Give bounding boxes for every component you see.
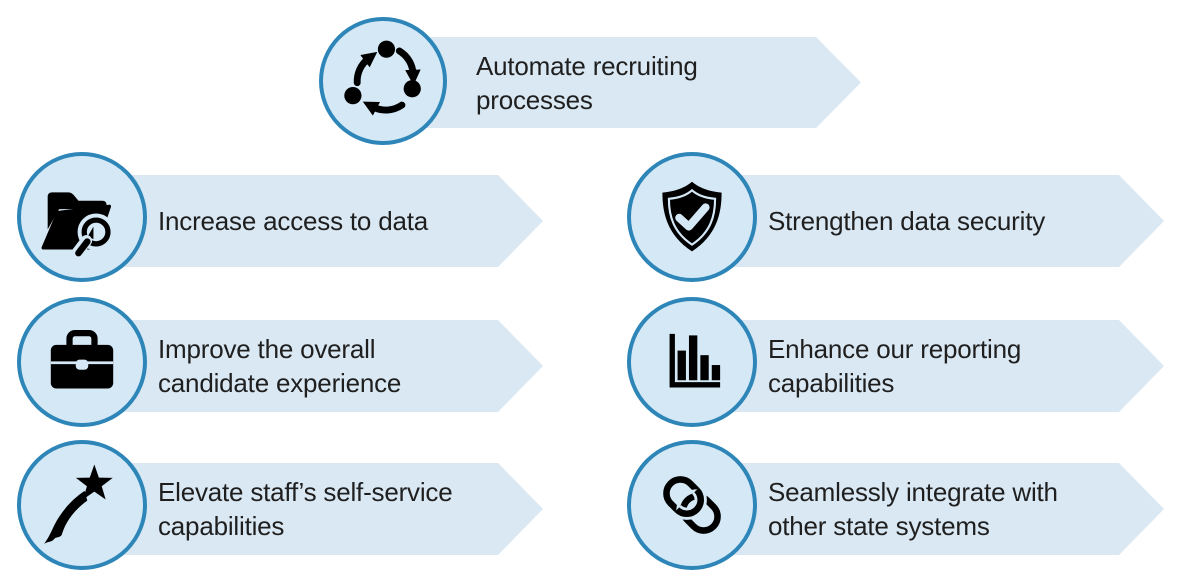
benefit-item-data-access: Increase access to data	[17, 152, 547, 282]
icon-circle	[17, 440, 147, 570]
arrow-banner: Increase access to data	[96, 175, 543, 267]
benefit-label: Enhance our reporting capabilities	[768, 334, 1022, 398]
icon-circle	[17, 297, 147, 427]
chain-link-icon	[663, 476, 725, 538]
icon-circle	[627, 440, 757, 570]
cycle-icon	[344, 40, 421, 116]
arrow-banner: Automate recruiting processes	[424, 37, 861, 128]
arrow-banner: Elevate staff’s self-service capabilitie…	[96, 463, 543, 555]
folder-search-icon	[41, 192, 115, 258]
icon-circle	[627, 152, 757, 282]
bar-chart-icon	[669, 333, 721, 388]
benefit-item-security: Strengthen data security	[627, 152, 1167, 282]
benefit-label: Increase access to data	[158, 206, 428, 236]
benefit-label: Improve the overall candidate experience	[158, 334, 402, 398]
arrow-banner: Enhance our reporting capabilities	[700, 320, 1164, 412]
arrow-banner: Improve the overall candidate experience	[96, 320, 543, 412]
shooting-star-icon	[44, 464, 113, 544]
benefit-label: Automate recruiting processes	[476, 50, 698, 115]
arrow-banner: Strengthen data security	[700, 175, 1164, 267]
briefcase-icon	[50, 330, 114, 389]
icon-circle	[319, 17, 447, 145]
benefit-label: Seamlessly integrate with other state sy…	[768, 477, 1058, 541]
benefit-item-integration: Seamlessly integrate with other state sy…	[627, 440, 1167, 570]
arrow-banner: Seamlessly integrate with other state sy…	[700, 463, 1164, 555]
benefit-label: Elevate staff’s self-service capabilitie…	[158, 477, 453, 541]
benefit-item-automate: Automate recruiting processes	[319, 17, 864, 147]
icon-circle	[17, 152, 147, 282]
benefit-label: Strengthen data security	[768, 206, 1046, 236]
icon-circle	[627, 297, 757, 427]
benefit-item-candidate-experience: Improve the overall candidate experience	[17, 297, 547, 427]
shield-check-icon	[662, 181, 722, 252]
benefit-item-self-service: Elevate staff’s self-service capabilitie…	[17, 440, 547, 570]
benefit-item-reporting: Enhance our reporting capabilities	[627, 297, 1167, 427]
